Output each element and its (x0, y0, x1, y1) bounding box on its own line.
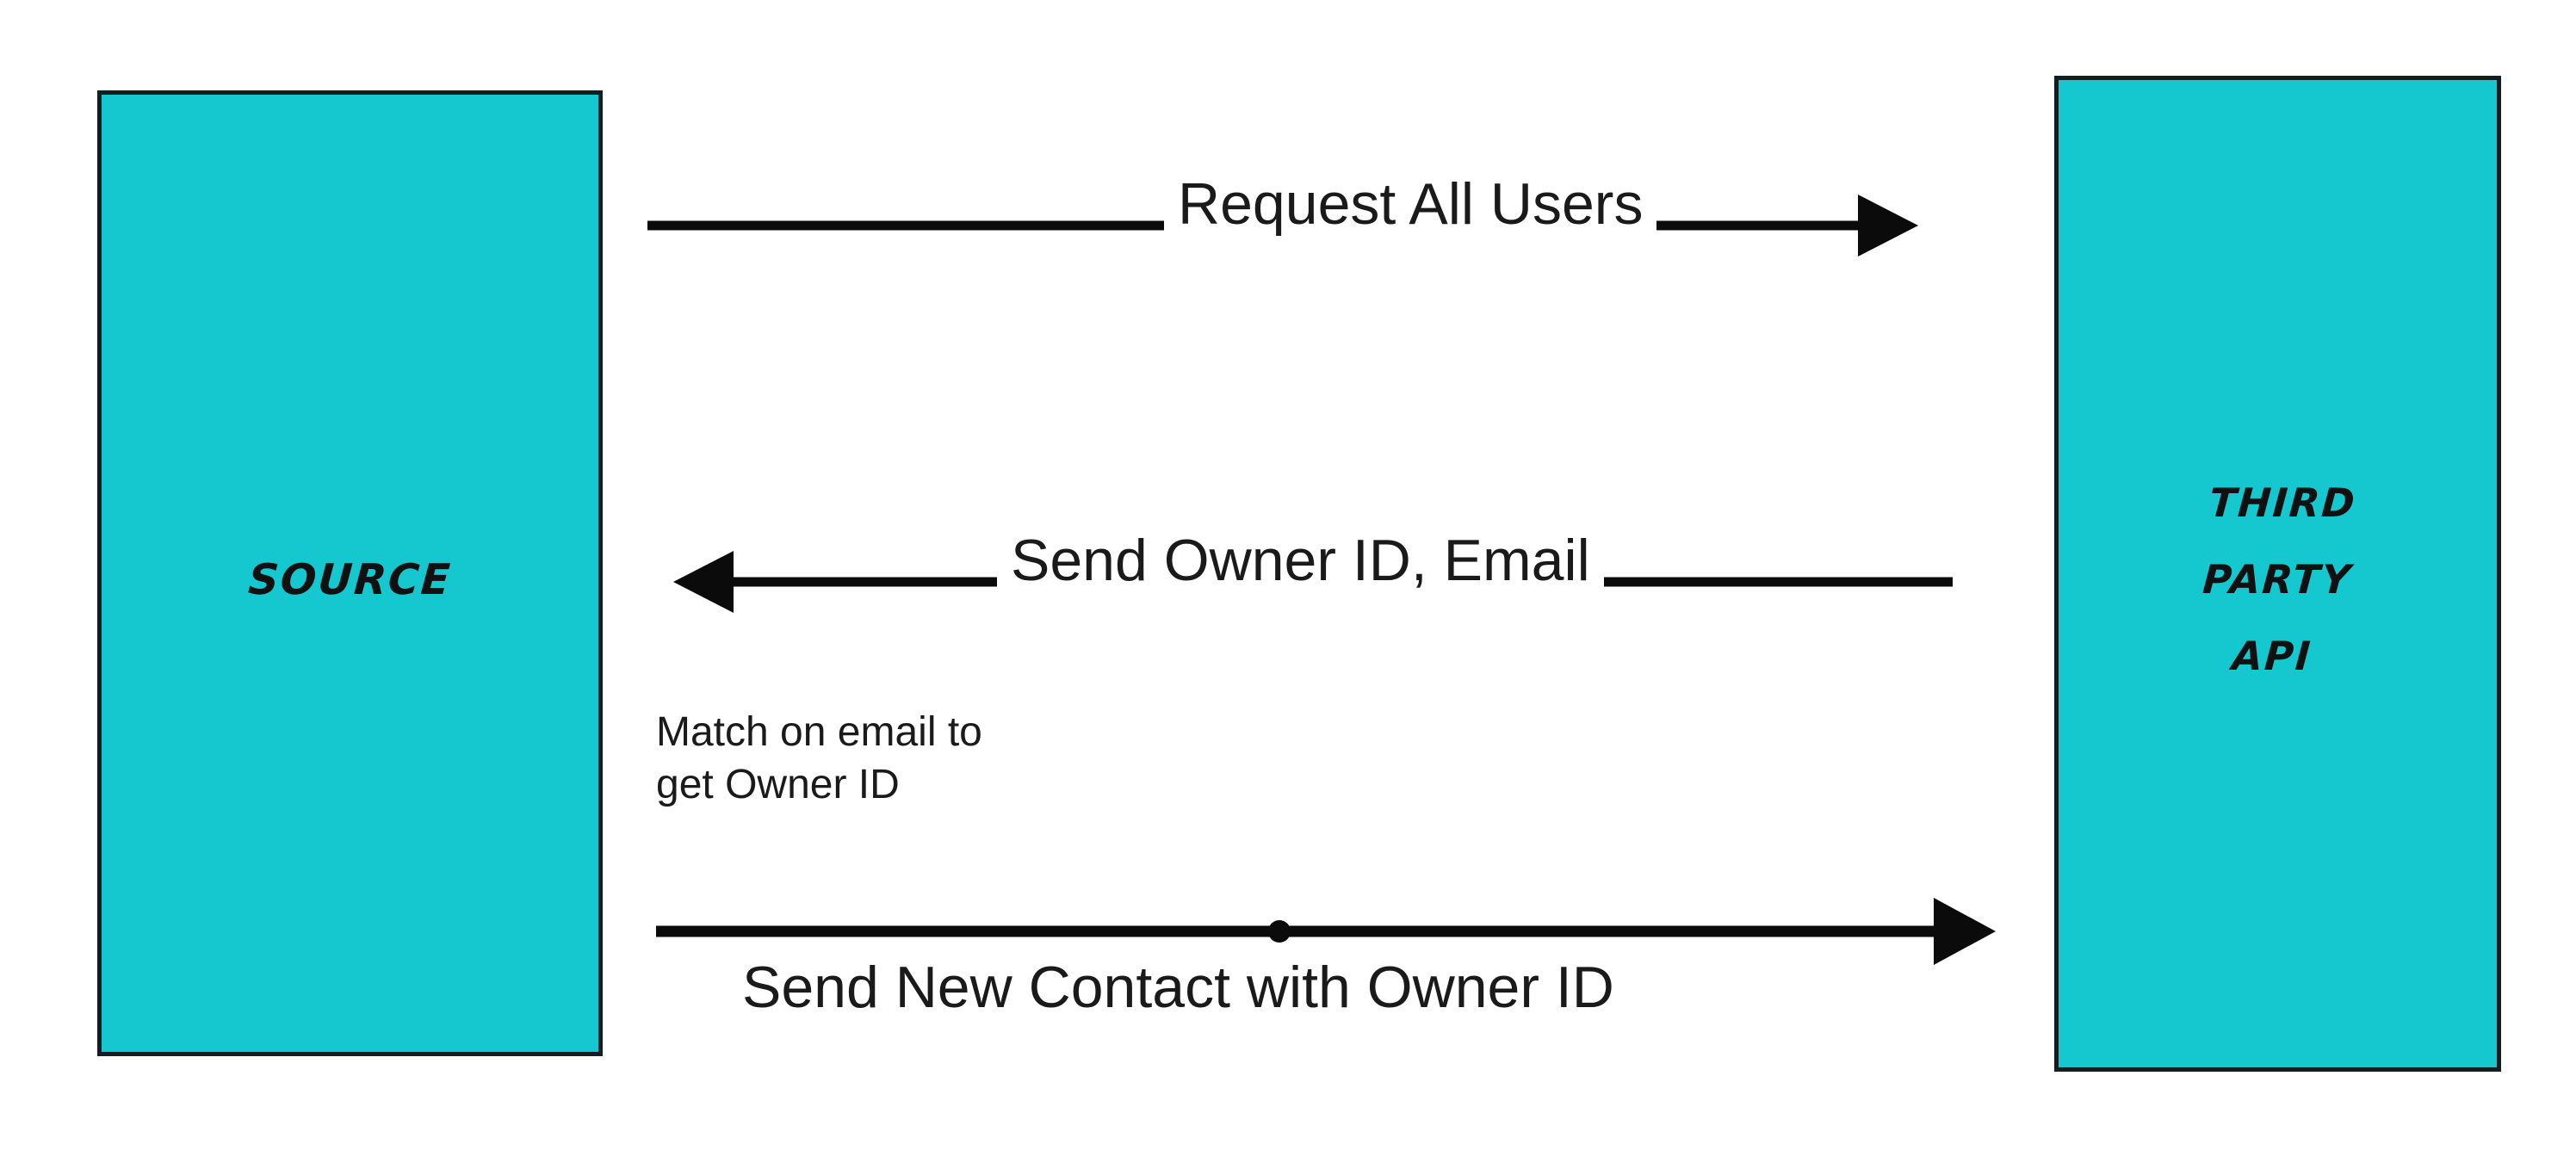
entity-box-source[interactable]: Source (97, 90, 603, 1056)
message-label-request-all-users: Request All Users (1164, 170, 1657, 238)
arrow-head-send-new-contact (1934, 898, 1996, 965)
arrow-dot-marker-send-new-contact (1268, 920, 1291, 943)
message-label-send-new-contact: Send New Contact with Owner ID (742, 955, 1614, 1020)
entity-label-third-party-api: Third Party API (2201, 463, 2359, 684)
entity-box-third-party-api[interactable]: Third Party API (2054, 76, 2501, 1072)
entity-label-source: Source (245, 537, 455, 609)
note-match-on-email: Match on email to get Owner ID (656, 709, 982, 808)
arrow-head-send-owner-id-email (673, 551, 734, 613)
message-label-send-owner-id-email: Send Owner ID, Email (997, 527, 1604, 594)
arrow-head-request-all-users (1858, 195, 1918, 257)
